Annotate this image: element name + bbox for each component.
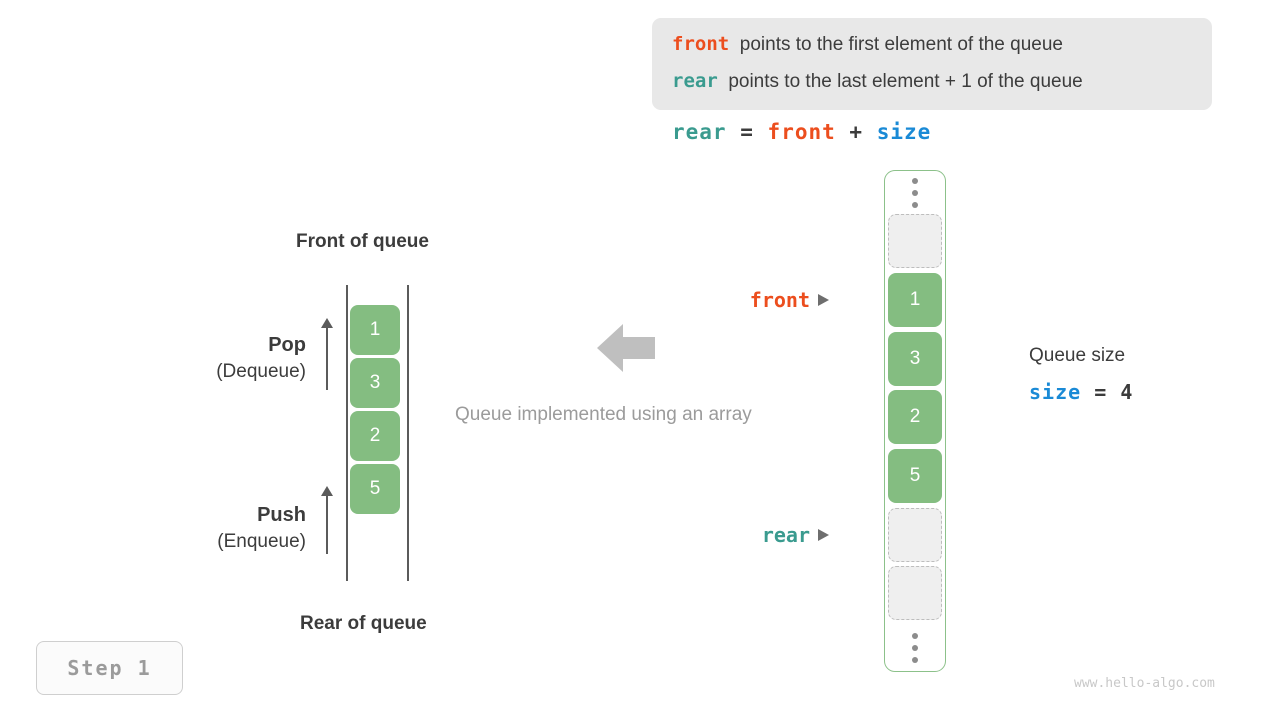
queue-cell: 3 [350,358,400,408]
queue-size-expression: size = 4 [1029,380,1133,404]
formula-rear: rear [672,120,727,144]
size-keyword: size [1029,380,1082,404]
array-slot-filled: 1 [888,273,942,327]
queue-cell: 2 [350,411,400,461]
definition-line-rear: rear points to the last element + 1 of t… [672,70,1083,93]
push-title: Push [257,504,306,526]
rear-pointer-text: rear [761,523,810,547]
array-slot-filled: 5 [888,449,942,503]
queue-rail-right [407,285,409,581]
pop-operation-label: Pop (Dequeue) [120,334,306,383]
queue-rail-left [346,285,348,581]
push-direction-arrow-icon [318,486,336,554]
watermark: www.hello-algo.com [1074,676,1215,691]
queue-cell: 5 [350,464,400,514]
size-number: 4 [1120,380,1134,404]
definition-box: front points to the first element of the… [652,18,1212,110]
push-subtitle: (Enqueue) [217,531,306,552]
rear-pointer-arrow-icon [818,529,829,541]
front-description: points to the first element of the queue [739,34,1063,55]
formula-plus: + [849,120,864,144]
step-badge: Step 1 [36,641,183,695]
left-pointing-arrow-icon [597,324,655,372]
formula-equals: = [740,120,754,144]
array-slot-filled: 2 [888,390,942,444]
rear-keyword: rear [672,70,718,92]
formula-size: size [876,120,932,144]
rear-pointer-label: rear [700,523,829,547]
array-slot-empty [888,508,942,562]
definition-line-front: front points to the first element of the… [672,33,1063,56]
pop-title: Pop [268,334,306,356]
queue-size-label: Queue size [1029,345,1126,366]
bottom-ellipsis-icon [910,633,920,667]
front-pointer-label: front [700,288,829,312]
front-pointer-arrow-icon [818,294,829,306]
front-of-queue-label: Front of queue [296,231,429,252]
front-keyword: front [672,33,730,55]
array-slot-filled: 3 [888,332,942,386]
rear-description: points to the last element + 1 of the qu… [728,71,1083,92]
front-pointer-text: front [749,288,810,312]
pop-direction-arrow-icon [318,318,336,390]
queue-cell: 1 [350,305,400,355]
array-slot-empty [888,566,942,620]
rear-of-queue-label: Rear of queue [300,613,427,634]
diagram-caption: Queue implemented using an array [455,404,752,425]
size-equals: = [1094,380,1108,404]
formula-rear-equals-front-plus-size: rear = front + size [672,120,931,144]
array-slot-empty [888,214,942,268]
top-ellipsis-icon [910,178,920,212]
push-operation-label: Push (Enqueue) [120,504,306,553]
pop-subtitle: (Dequeue) [216,361,306,382]
formula-front: front [767,120,836,144]
